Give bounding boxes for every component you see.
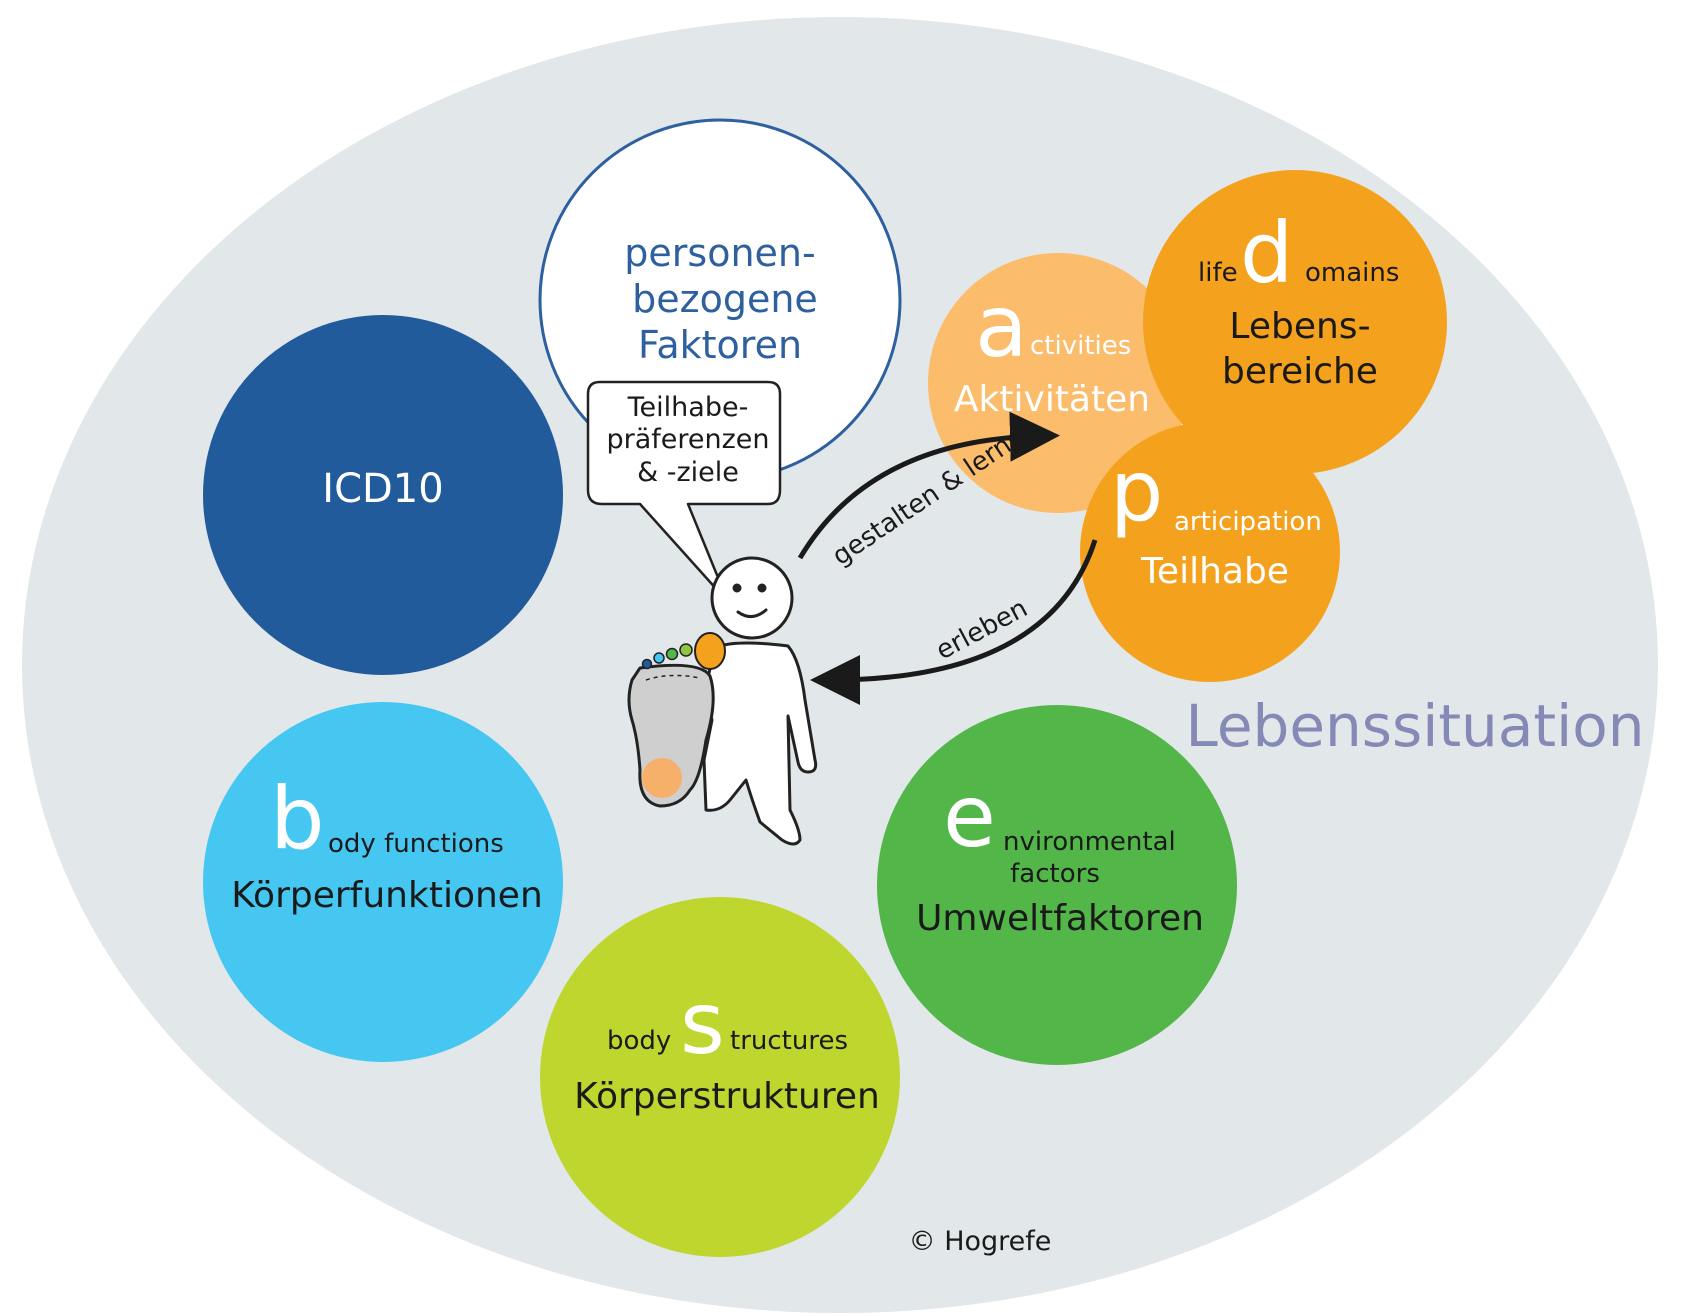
life-domains-german2: bereiche [1222, 351, 1378, 392]
personal-factors-line3: Faktoren [638, 323, 802, 367]
participation-english: articipation [1174, 507, 1322, 537]
body-functions-letter: b [270, 769, 325, 869]
speech-bubble: Teilhabe- präferenzen & -ziele [586, 380, 782, 604]
life-domains-prefix: life [1198, 258, 1238, 288]
life-domains-circle [1143, 170, 1447, 474]
environmental-german: Umweltfaktoren [916, 898, 1204, 939]
activities-circle [928, 253, 1188, 513]
environmental-english1: nvironmental [1003, 827, 1176, 857]
person-figure [702, 556, 818, 846]
person-body [702, 641, 818, 846]
participation-letter: p [1110, 442, 1163, 540]
body-functions-german: Körperfunktionen [231, 875, 543, 916]
activities-letter: a [975, 277, 1028, 377]
environmental-circle: e nvironmental factors Umweltfaktoren [877, 705, 1237, 1065]
copyright-label: © Hogrefe [909, 1226, 1052, 1257]
body-functions-english: ody functions [328, 829, 504, 859]
personal-factors-line2: bezogene [632, 277, 818, 321]
environmental-letter: e [943, 767, 996, 867]
body-structures-german: Körperstrukturen [574, 1076, 880, 1117]
arrow-shape-learn [797, 411, 1060, 560]
icd-label: ICD10 [322, 466, 443, 512]
icd-circle: ICD10 [203, 315, 563, 675]
life-domains-english: omains [1305, 258, 1399, 288]
participation-circle [1080, 422, 1340, 682]
speech-bubble-line2: präferenzen [606, 424, 769, 455]
body-structures-letter: s [680, 974, 725, 1074]
body-structures-circle: body s tructures Körperstrukturen [540, 897, 900, 1257]
personal-factors-line1: personen- [624, 231, 815, 275]
life-domains-german1: Lebens- [1229, 306, 1370, 347]
activities-german: Aktivitäten [954, 379, 1150, 420]
body-structures-english: tructures [730, 1026, 848, 1056]
speech-bubble-line1: Teilhabe- [627, 392, 749, 423]
activities-english: ctivities [1030, 331, 1131, 361]
life-situation-label: Lebenssituation [1186, 692, 1645, 760]
participation-german: Teilhabe [1140, 551, 1289, 592]
body-functions-circle: b ody functions Körperfunktionen [203, 702, 563, 1062]
environmental-english2: factors [1010, 859, 1100, 889]
speech-bubble-line3: & -ziele [637, 457, 739, 488]
arrow-experience [810, 539, 1098, 705]
life-domains-letter: d [1240, 204, 1293, 302]
person-head [710, 556, 794, 640]
body-structures-prefix: body [607, 1026, 671, 1056]
foot-icon [627, 632, 726, 808]
